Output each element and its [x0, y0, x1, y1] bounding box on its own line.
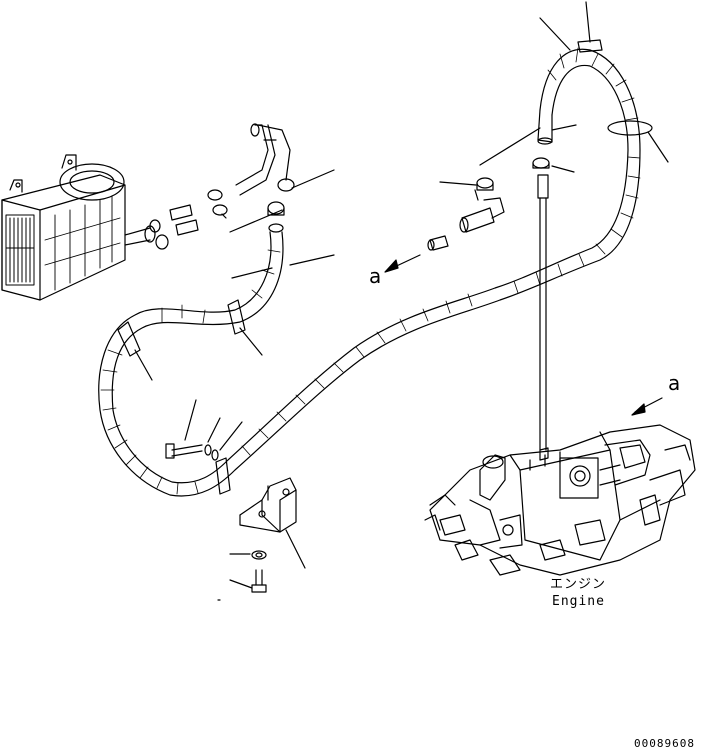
reference-label-a-right: a — [668, 371, 681, 395]
reference-label-a-left: a — [369, 264, 382, 288]
heater-hose-wrapped — [98, 47, 641, 497]
engine — [424, 424, 696, 576]
bolt-and-washers — [165, 399, 267, 601]
engine-label-english: Engine — [552, 594, 605, 609]
leader-line — [231, 267, 273, 279]
heater-unit — [1, 154, 126, 301]
heater-pipe-fittings — [124, 123, 335, 250]
heater-grille — [5, 214, 35, 286]
reference-arrow-right — [631, 397, 663, 416]
drawing-number: 00089608 — [634, 737, 695, 750]
reference-arrow-left — [384, 254, 421, 273]
engine-label-japanese: エンジン — [550, 577, 607, 592]
hose-fittings — [427, 127, 575, 451]
leader-line — [289, 254, 335, 266]
mounting-bracket — [239, 477, 306, 569]
hose-clamps — [117, 1, 669, 495]
